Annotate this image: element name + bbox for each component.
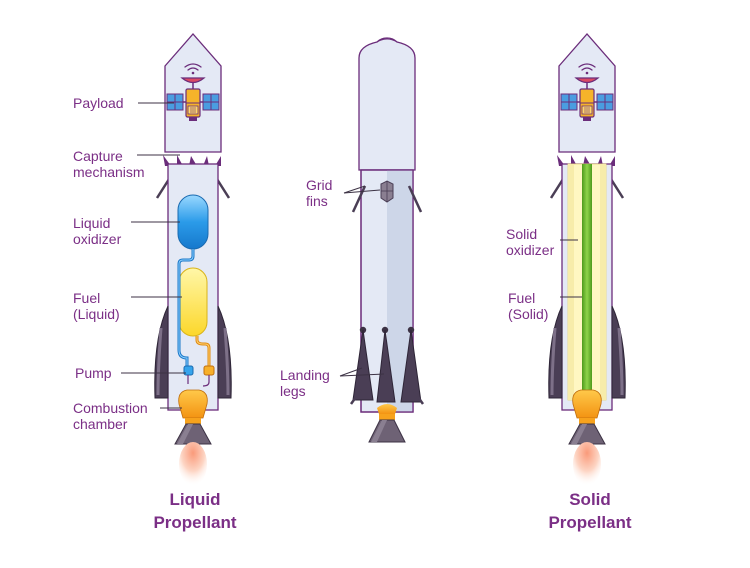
label-combustion-line1: Combustion (73, 400, 148, 416)
label-payload: Payload (73, 95, 124, 111)
grid-fins (351, 180, 423, 213)
label-grid-fins: Grid fins (306, 177, 332, 209)
liquid-rocket (153, 33, 233, 487)
leader-lines (121, 102, 582, 409)
solid-fuel-core (582, 164, 592, 400)
title-solid-line2: Propellant (548, 513, 632, 532)
label-grid-line1: Grid (306, 177, 333, 193)
label-liquid-oxidizer: Liquid oxidizer (73, 215, 121, 247)
label-solid-oxidizer: Solid oxidizer (506, 226, 554, 258)
combustion-chamber (174, 389, 212, 487)
label-combustion-line2: chamber (73, 416, 128, 432)
label-fuel-solid: Fuel (Solid) (508, 290, 548, 322)
fuel-tank (178, 267, 208, 337)
label-combustion-chamber: Combustion chamber (73, 400, 148, 432)
pump-orange (203, 365, 215, 376)
label-capture-line1: Capture (73, 148, 123, 164)
pump-blue (183, 365, 194, 376)
label-fuel-liquid: Fuel (Liquid) (73, 290, 120, 322)
label-solid-fuel-line2: (Solid) (508, 306, 549, 322)
label-capture-line2: mechanism (73, 164, 145, 180)
title-liquid-line2: Propellant (153, 513, 237, 532)
label-grid-line2: fins (306, 193, 328, 209)
oxidizer-tank (177, 194, 209, 250)
label-fuel-line1: Fuel (73, 290, 101, 306)
label-solid-oxidizer-line1: Solid (506, 226, 538, 242)
label-payload-text: Payload (73, 95, 124, 111)
title-liquid-propellant: Liquid Propellant (125, 488, 265, 534)
label-landing-legs: Landing legs (280, 367, 330, 399)
label-solid-oxidizer-line2: oxidizer (506, 242, 555, 258)
label-pump-text: Pump (75, 365, 112, 381)
label-solid-fuel-line1: Fuel (508, 290, 536, 306)
fairing (358, 37, 416, 171)
center-rocket (349, 37, 425, 443)
label-fuel-line2: (Liquid) (73, 306, 120, 322)
title-solid-propellant: Solid Propellant (520, 488, 660, 534)
label-legs-line2: legs (280, 383, 306, 399)
label-oxidizer-line2: oxidizer (73, 231, 122, 247)
label-oxidizer-line1: Liquid (73, 215, 111, 231)
landing-legs (349, 326, 425, 405)
label-capture-mechanism: Capture mechanism (73, 148, 145, 180)
combustion-chamber (568, 389, 606, 487)
title-liquid-line1: Liquid (169, 490, 221, 509)
title-solid-line1: Solid (569, 490, 611, 509)
solid-rocket (547, 33, 627, 487)
label-legs-line1: Landing (280, 367, 330, 383)
label-pump: Pump (75, 365, 112, 381)
